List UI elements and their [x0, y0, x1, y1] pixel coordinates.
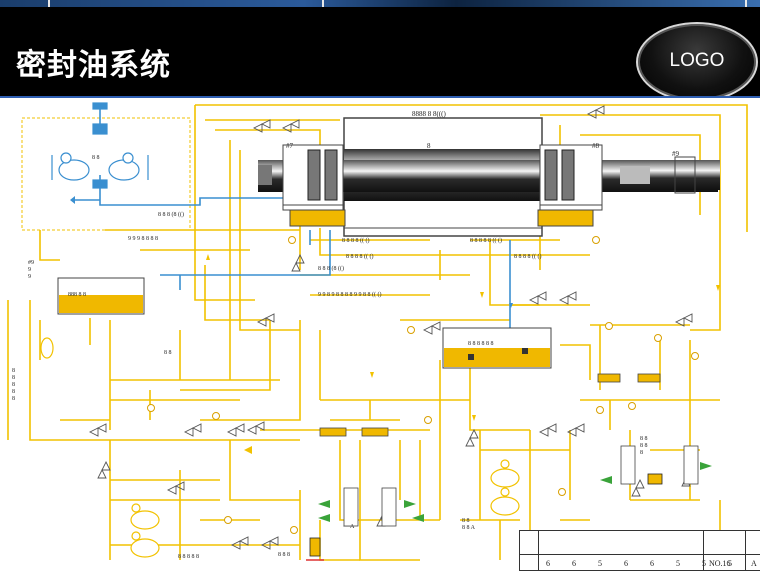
title-block: 6 6 5 6 6 5 5 5 NO.16 A	[519, 530, 760, 571]
label-pipe-g: 8 8 8 8 8 (( ()	[470, 237, 502, 244]
center-tank	[442, 327, 552, 369]
yellow-arrows	[206, 254, 720, 454]
flow-arrows	[70, 196, 513, 308]
label-lower-left: 8 8 8 8 8	[178, 554, 199, 560]
upper-left-coolers	[51, 102, 149, 189]
drawing-number: NO.16	[709, 559, 731, 568]
seal-oil-diagram: 8888 8 8((() 8 #7 #8 #9 8 8 888 8 8 #999…	[7, 102, 748, 565]
logo-badge: LOGO	[636, 22, 758, 98]
label-far-right-seal: #9	[672, 150, 680, 158]
label-pipe-a: 9 9 9 8 8 8 8	[128, 236, 158, 242]
label-left-seal: #7	[286, 142, 294, 150]
pipe-network	[7, 104, 748, 561]
revision-letter: A	[751, 559, 757, 568]
label-gen-center: 8	[427, 142, 431, 150]
gauges	[147, 236, 699, 534]
logo-text: LOGO	[669, 50, 725, 71]
label-pipe-d: 8 8 8 8 (( ()	[342, 237, 370, 244]
left-tank	[57, 277, 145, 315]
label-center-tank: 8 8 8 8 8 8	[468, 341, 494, 347]
label-pipe-h: 8 8 8 8 (( ()	[514, 253, 542, 260]
pumps	[40, 337, 520, 558]
label-pipe-b: 8 8 8 (8 (()	[158, 211, 184, 218]
header-decor-strip	[0, 0, 760, 7]
filters	[319, 373, 661, 437]
label-left-tank: 888 8 8	[68, 292, 86, 298]
slide-title: 密封油系统	[16, 48, 171, 83]
label-pipe-c: 9 9 8 9 8 8 8 8 9 9 8 8 (( ()	[318, 291, 382, 298]
label-pipe-f: 8 8 8 8 (( ()	[346, 253, 374, 260]
bottom-instrument	[306, 537, 324, 561]
slide-header: 密封油系统 LOGO	[0, 0, 760, 98]
label-letter-a: A	[350, 524, 355, 530]
filter-columns	[318, 445, 712, 527]
label-lower-mid: 8 8 8	[278, 552, 290, 558]
label-tag-88: 8 8	[164, 350, 172, 356]
label-right-seal: #8	[592, 142, 600, 150]
label-top-shaft: 8888 8 8((()	[412, 110, 446, 118]
right-seal	[537, 144, 603, 227]
left-seal	[282, 144, 346, 227]
title-block-row-numbers: 6 6 5 6 6 5 5 5	[546, 559, 742, 568]
header-underline	[0, 96, 760, 98]
label-pipe-e: 8 8 8 (8 (()	[318, 265, 344, 272]
label-cooler-a: 8 8	[92, 155, 100, 161]
